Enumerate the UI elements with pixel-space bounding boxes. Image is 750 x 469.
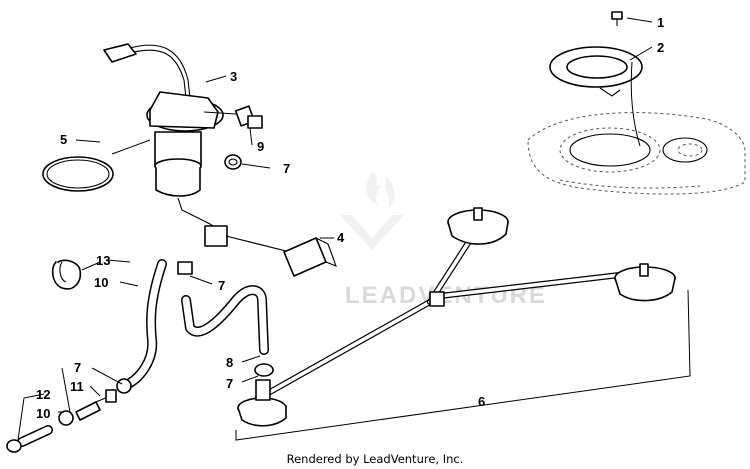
callout-10-lower: 10 (36, 406, 50, 421)
callout-8: 8 (226, 355, 233, 370)
callout-7-middle: 7 (218, 278, 225, 293)
gasket-part-2 (549, 46, 643, 97)
elbow-fitting-part-9 (234, 105, 263, 129)
short-hose-part-10 (17, 425, 53, 447)
fuel-hose-part-10 (123, 259, 167, 389)
tank-top-outline (527, 112, 746, 195)
spring-clamp-part-13 (51, 259, 82, 290)
leader-lines (17, 17, 653, 441)
callout-10-upper: 10 (94, 275, 108, 290)
render-credit: Rendered by LeadVenture, Inc. (286, 452, 464, 466)
callout-1: 1 (657, 15, 664, 30)
callout-6: 6 (478, 394, 485, 409)
callout-12: 12 (36, 387, 50, 402)
hose-clamp-part-7-lower (254, 363, 274, 377)
hose-clamp-part-7-left-a (58, 410, 74, 426)
callout-7-upper: 7 (283, 161, 290, 176)
watermark-logo (340, 172, 404, 250)
hose-collar-part-7-middle (177, 261, 193, 275)
hose-clamp-part-7-left-b (116, 378, 132, 394)
pickup-canister-bottom (237, 379, 287, 427)
bolt-part-1 (611, 11, 623, 26)
hose-clamp-part-7-upper (224, 154, 242, 170)
callout-7-lower: 7 (226, 376, 233, 391)
clamp-part-12 (6, 439, 22, 453)
callout-3: 3 (230, 69, 237, 84)
pickup-canister-top (447, 207, 509, 245)
fitting-part-11 (75, 389, 117, 421)
manifold-tube-part-6 (267, 237, 631, 395)
o-ring-part-5 (42, 156, 114, 192)
fuel-pump-module-part-3 (103, 43, 291, 253)
pickup-canister-right (614, 263, 676, 302)
bracket-part-6 (235, 289, 691, 441)
callout-4: 4 (337, 230, 345, 245)
callout-5: 5 (60, 132, 67, 147)
callout-9: 9 (257, 139, 264, 154)
formed-hose-part-8 (181, 285, 269, 355)
callout-11: 11 (70, 379, 84, 394)
connector-part-4 (283, 237, 337, 277)
callout-7-left: 7 (74, 360, 81, 375)
callout-13: 13 (96, 253, 110, 268)
callout-2: 2 (657, 40, 664, 55)
